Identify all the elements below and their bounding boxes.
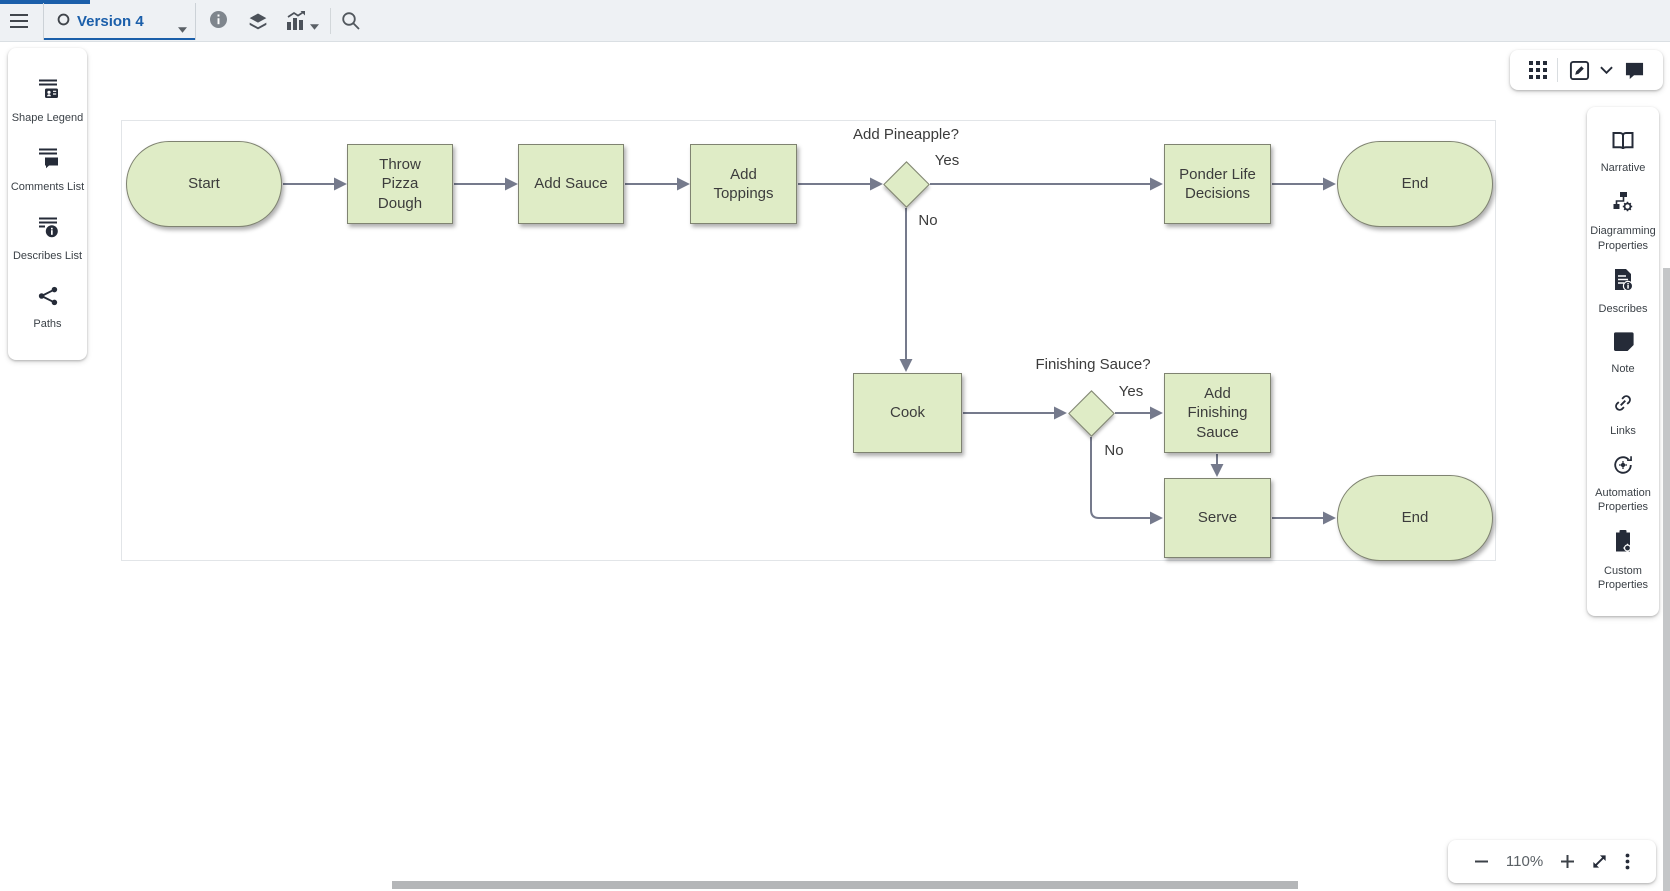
edge-label: Yes bbox=[934, 152, 960, 169]
node-label: Ponder Life Decisions bbox=[1179, 165, 1256, 203]
diagram-canvas[interactable]: Start Throw Pizza Dough Add Sauce Add Toppi… bbox=[0, 42, 1670, 891]
chart-caret-down-icon[interactable] bbox=[310, 17, 319, 35]
paths-icon bbox=[37, 285, 59, 312]
custom-properties-icon bbox=[1612, 529, 1634, 559]
panel-item-links[interactable]: Links bbox=[1588, 392, 1658, 438]
fit-screen-icon[interactable] bbox=[1591, 853, 1608, 870]
panel-item-label: Shape Legend bbox=[11, 111, 84, 124]
minus-icon[interactable] bbox=[1474, 854, 1489, 869]
panel-item-automation-properties[interactable]: Automation Properties bbox=[1588, 454, 1658, 515]
edge-label: Add Pineapple? bbox=[853, 126, 959, 143]
panel-item-label: Comments List bbox=[10, 181, 85, 194]
zoom-level: 110% bbox=[1505, 853, 1544, 870]
comments-list-icon bbox=[36, 146, 60, 175]
describes-list-icon bbox=[36, 215, 60, 244]
zoom-toolbar: 110% bbox=[1448, 840, 1656, 883]
links-icon bbox=[1612, 392, 1634, 419]
caret-down-icon[interactable] bbox=[178, 20, 187, 38]
panel-item-note[interactable]: Note bbox=[1588, 332, 1658, 376]
plus-icon[interactable] bbox=[1560, 854, 1575, 869]
search-icon[interactable] bbox=[341, 11, 360, 35]
panel-item-label: Automation Properties bbox=[1595, 486, 1651, 514]
panel-item-label: Narrative bbox=[1600, 161, 1646, 174]
node-label: End bbox=[1401, 175, 1429, 193]
canvas-toolbar bbox=[1510, 50, 1663, 90]
edge-label: Yes bbox=[1118, 383, 1144, 400]
shape-legend-icon bbox=[36, 77, 60, 106]
node-label: Add Finishing Sauce bbox=[1187, 384, 1248, 441]
node-end-top[interactable]: End bbox=[1337, 141, 1493, 227]
node-throw-pizza-dough[interactable]: Throw Pizza Dough bbox=[347, 144, 453, 224]
node-label: End bbox=[1401, 509, 1429, 527]
node-label: Cook bbox=[889, 404, 926, 422]
panel-item-label: Custom Properties bbox=[1597, 564, 1649, 592]
panel-item-label: Links bbox=[1610, 424, 1636, 437]
node-label: Throw Pizza Dough bbox=[377, 155, 423, 212]
version-tab[interactable]: Version 4 bbox=[43, 3, 196, 40]
node-label: Add Toppings bbox=[713, 165, 774, 203]
diagramming-properties-icon bbox=[1611, 190, 1635, 219]
panel-item-describes[interactable]: Describes bbox=[1588, 268, 1658, 316]
node-cook[interactable]: Cook bbox=[853, 373, 962, 453]
panel-item-custom-properties[interactable]: Custom Properties bbox=[1588, 529, 1658, 593]
vertical-scrollbar[interactable] bbox=[1663, 268, 1670, 891]
canvas-toolbar-divider bbox=[1557, 58, 1558, 82]
kebab-menu-icon[interactable] bbox=[1625, 853, 1630, 870]
node-serve[interactable]: Serve bbox=[1164, 478, 1271, 558]
progress-strip bbox=[0, 0, 90, 4]
comment-icon[interactable] bbox=[1624, 61, 1645, 80]
left-tools-panel: Shape Legend Comments List Describes Lis… bbox=[8, 48, 87, 360]
info-icon[interactable] bbox=[210, 11, 227, 33]
panel-item-describes-list[interactable]: Describes List bbox=[10, 215, 85, 263]
panel-item-comments-list[interactable]: Comments List bbox=[10, 146, 85, 194]
right-properties-panel: Narrative Diagramming Properties Describ… bbox=[1587, 107, 1659, 616]
doc-edit-icon[interactable] bbox=[1569, 60, 1590, 81]
describes-icon bbox=[1612, 268, 1634, 297]
active-tab-underline bbox=[44, 38, 195, 40]
layers-icon[interactable] bbox=[248, 11, 268, 36]
panel-item-shape-legend[interactable]: Shape Legend bbox=[10, 77, 85, 125]
node-end-bottom[interactable]: End bbox=[1337, 475, 1493, 561]
panel-item-label: Note bbox=[1611, 363, 1635, 376]
panel-item-paths[interactable]: Paths bbox=[10, 285, 85, 331]
node-ponder-life[interactable]: Ponder Life Decisions bbox=[1164, 144, 1271, 224]
toolbar-divider bbox=[330, 8, 331, 34]
chevron-down-icon[interactable] bbox=[1600, 66, 1613, 74]
panel-item-label: Diagramming Properties bbox=[1590, 225, 1656, 252]
horizontal-scrollbar[interactable] bbox=[392, 881, 1298, 889]
narrative-icon bbox=[1611, 131, 1635, 156]
node-label: Start bbox=[188, 175, 220, 193]
edge-label: Finishing Sauce? bbox=[1035, 356, 1151, 373]
node-add-toppings[interactable]: Add Toppings bbox=[690, 144, 797, 224]
panel-item-diagramming-properties[interactable]: Diagramming Properties bbox=[1588, 190, 1658, 253]
edge-label: No bbox=[918, 212, 938, 229]
panel-item-label: Paths bbox=[33, 317, 62, 330]
node-add-finishing-sauce[interactable]: Add Finishing Sauce bbox=[1164, 373, 1271, 453]
diagram-bounds-frame bbox=[121, 120, 1496, 561]
node-label: Serve bbox=[1197, 509, 1238, 527]
note-icon bbox=[1612, 332, 1634, 357]
edge-label: No bbox=[1104, 442, 1124, 459]
node-add-sauce[interactable]: Add Sauce bbox=[518, 144, 624, 224]
top-toolbar: Version 4 bbox=[0, 0, 1670, 42]
grid-icon[interactable] bbox=[1528, 61, 1547, 79]
automation-properties-icon bbox=[1612, 454, 1634, 481]
node-label: Add Sauce bbox=[534, 175, 608, 193]
panel-item-narrative[interactable]: Narrative bbox=[1588, 131, 1658, 175]
hamburger-menu-icon[interactable] bbox=[10, 13, 28, 29]
chart-icon[interactable] bbox=[286, 11, 307, 35]
panel-item-label: Describes bbox=[1598, 303, 1648, 316]
panel-item-label: Describes List bbox=[12, 250, 83, 263]
version-label: Version 4 bbox=[77, 13, 144, 30]
circle-shape-icon bbox=[57, 13, 70, 31]
node-start[interactable]: Start bbox=[126, 141, 282, 227]
